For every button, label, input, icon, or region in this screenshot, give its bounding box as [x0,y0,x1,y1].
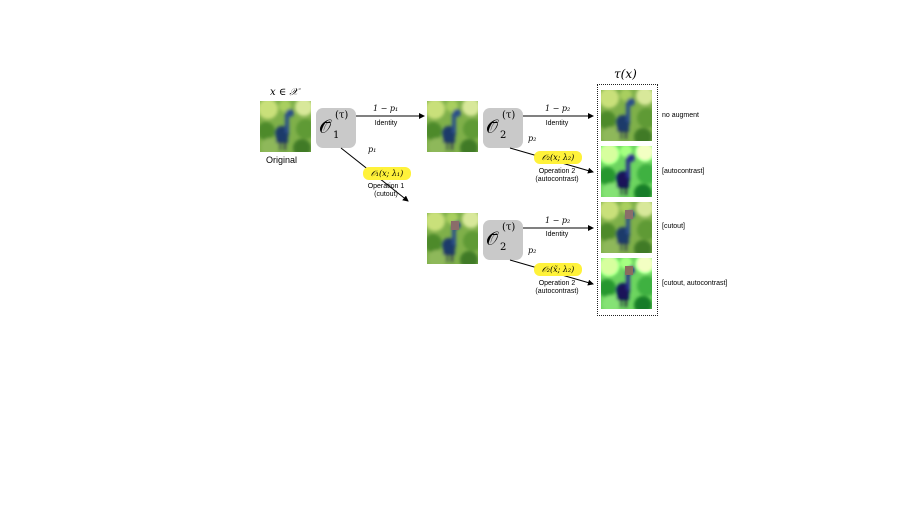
op2-top-symbol: 𝒪̄ [486,116,498,138]
op1-apply-prob: p₁ [368,145,377,154]
op1-identity-label: Identity [374,120,398,127]
result-image-cutout-autocontrast [601,258,652,309]
op2-top-apply-prob: p₂ [528,134,537,143]
op1-apply-label-line1: Operation 1 [367,183,405,190]
op2-bottom-identity-label: Identity [545,231,569,238]
output-label: τ(x) [614,67,637,81]
result-image-no-augment [601,90,652,141]
op2-top-apply-label-line1: Operation 2 [538,168,576,175]
result-label-cutout: [cutout] [662,223,685,230]
op1-apply-formula: 𝒪₁(x; λ₁) [363,167,411,180]
op2-bottom-superscript: (τ) [502,222,516,233]
op2-top-superscript: (τ) [502,110,516,121]
result-image-autocontrast [601,146,652,197]
operation-2-box-top: 𝒪̄ (τ) 2 [483,108,523,148]
op1-symbol: 𝒪̄ [319,116,331,138]
original-caption: Original [266,155,298,165]
result-label-autocontrast: [autocontrast] [662,168,705,175]
result-label-cutout-autocontrast: [cutout, autocontrast] [662,280,728,287]
operation-2-box-bottom: 𝒪̄ (τ) 2 [483,220,523,260]
op2-top-apply-label-line2: (autocontrast) [535,176,579,183]
op2-bottom-apply-label-line2: (autocontrast) [535,288,579,295]
op2-bottom-apply-formula: 𝒪₂(x̃; λ₂) [534,263,582,276]
op2-bottom-index: 2 [500,242,507,253]
cutout-image [427,213,478,264]
op2-top-identity-label: Identity [545,120,569,127]
op2-bottom-apply-prob: p₂ [528,246,537,255]
op2-bottom-identity-prob: 1 − p₂ [545,216,571,225]
op2-top-index: 2 [500,130,507,141]
op2-top-identity-prob: 1 − p₂ [545,104,571,113]
output-group [597,84,658,316]
operation-1-box: 𝒪̄ (τ) 1 [316,108,356,148]
op1-superscript: (τ) [335,110,349,121]
result-label-no-augment: no augment [662,112,699,119]
op2-top-apply-formula: 𝒪₂(x; λ₂) [534,151,582,164]
op2-bottom-apply-label-line1: Operation 2 [538,280,576,287]
op1-apply-label-line2: (cutout) [374,191,398,198]
op1-identity-prob: 1 − p₁ [373,104,399,113]
input-label: x ∈ 𝒳 [270,87,298,98]
op2-bottom-symbol: 𝒪̄ [486,228,498,250]
result-image-cutout [601,202,652,253]
op1-index: 1 [333,130,340,141]
